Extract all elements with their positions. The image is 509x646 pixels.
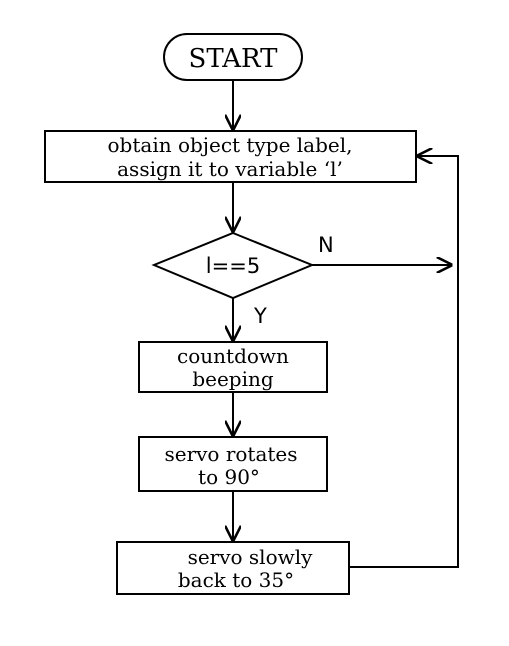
obtain-label-node: obtain object type label, assign it to v… — [44, 130, 417, 183]
obtain-line-2: assign it to variable ‘l’ — [117, 157, 343, 181]
obtain-line-1: obtain object type label, — [108, 133, 353, 157]
start-label: START — [189, 44, 279, 74]
rotate-line-2: to 90° — [198, 465, 260, 489]
back-line-1: servo slowly — [188, 545, 314, 569]
decision-label: l==5 — [206, 254, 260, 278]
countdown-line-2: beeping — [192, 367, 274, 391]
countdown-node: countdown beeping — [138, 341, 328, 393]
no-label: N — [318, 233, 334, 257]
edge-loop-back — [349, 156, 459, 568]
countdown-line-1: countdown — [177, 344, 289, 368]
rotate-line-1: servo rotates — [164, 442, 297, 466]
back-node: servo slowly back to 35° — [116, 541, 350, 595]
decision-node: l==5 — [151, 231, 315, 300]
start-node: START — [163, 33, 303, 81]
yes-label: Y — [253, 304, 267, 328]
back-line-2: back to 35° — [178, 568, 294, 592]
rotate-node: servo rotates to 90° — [138, 436, 328, 492]
